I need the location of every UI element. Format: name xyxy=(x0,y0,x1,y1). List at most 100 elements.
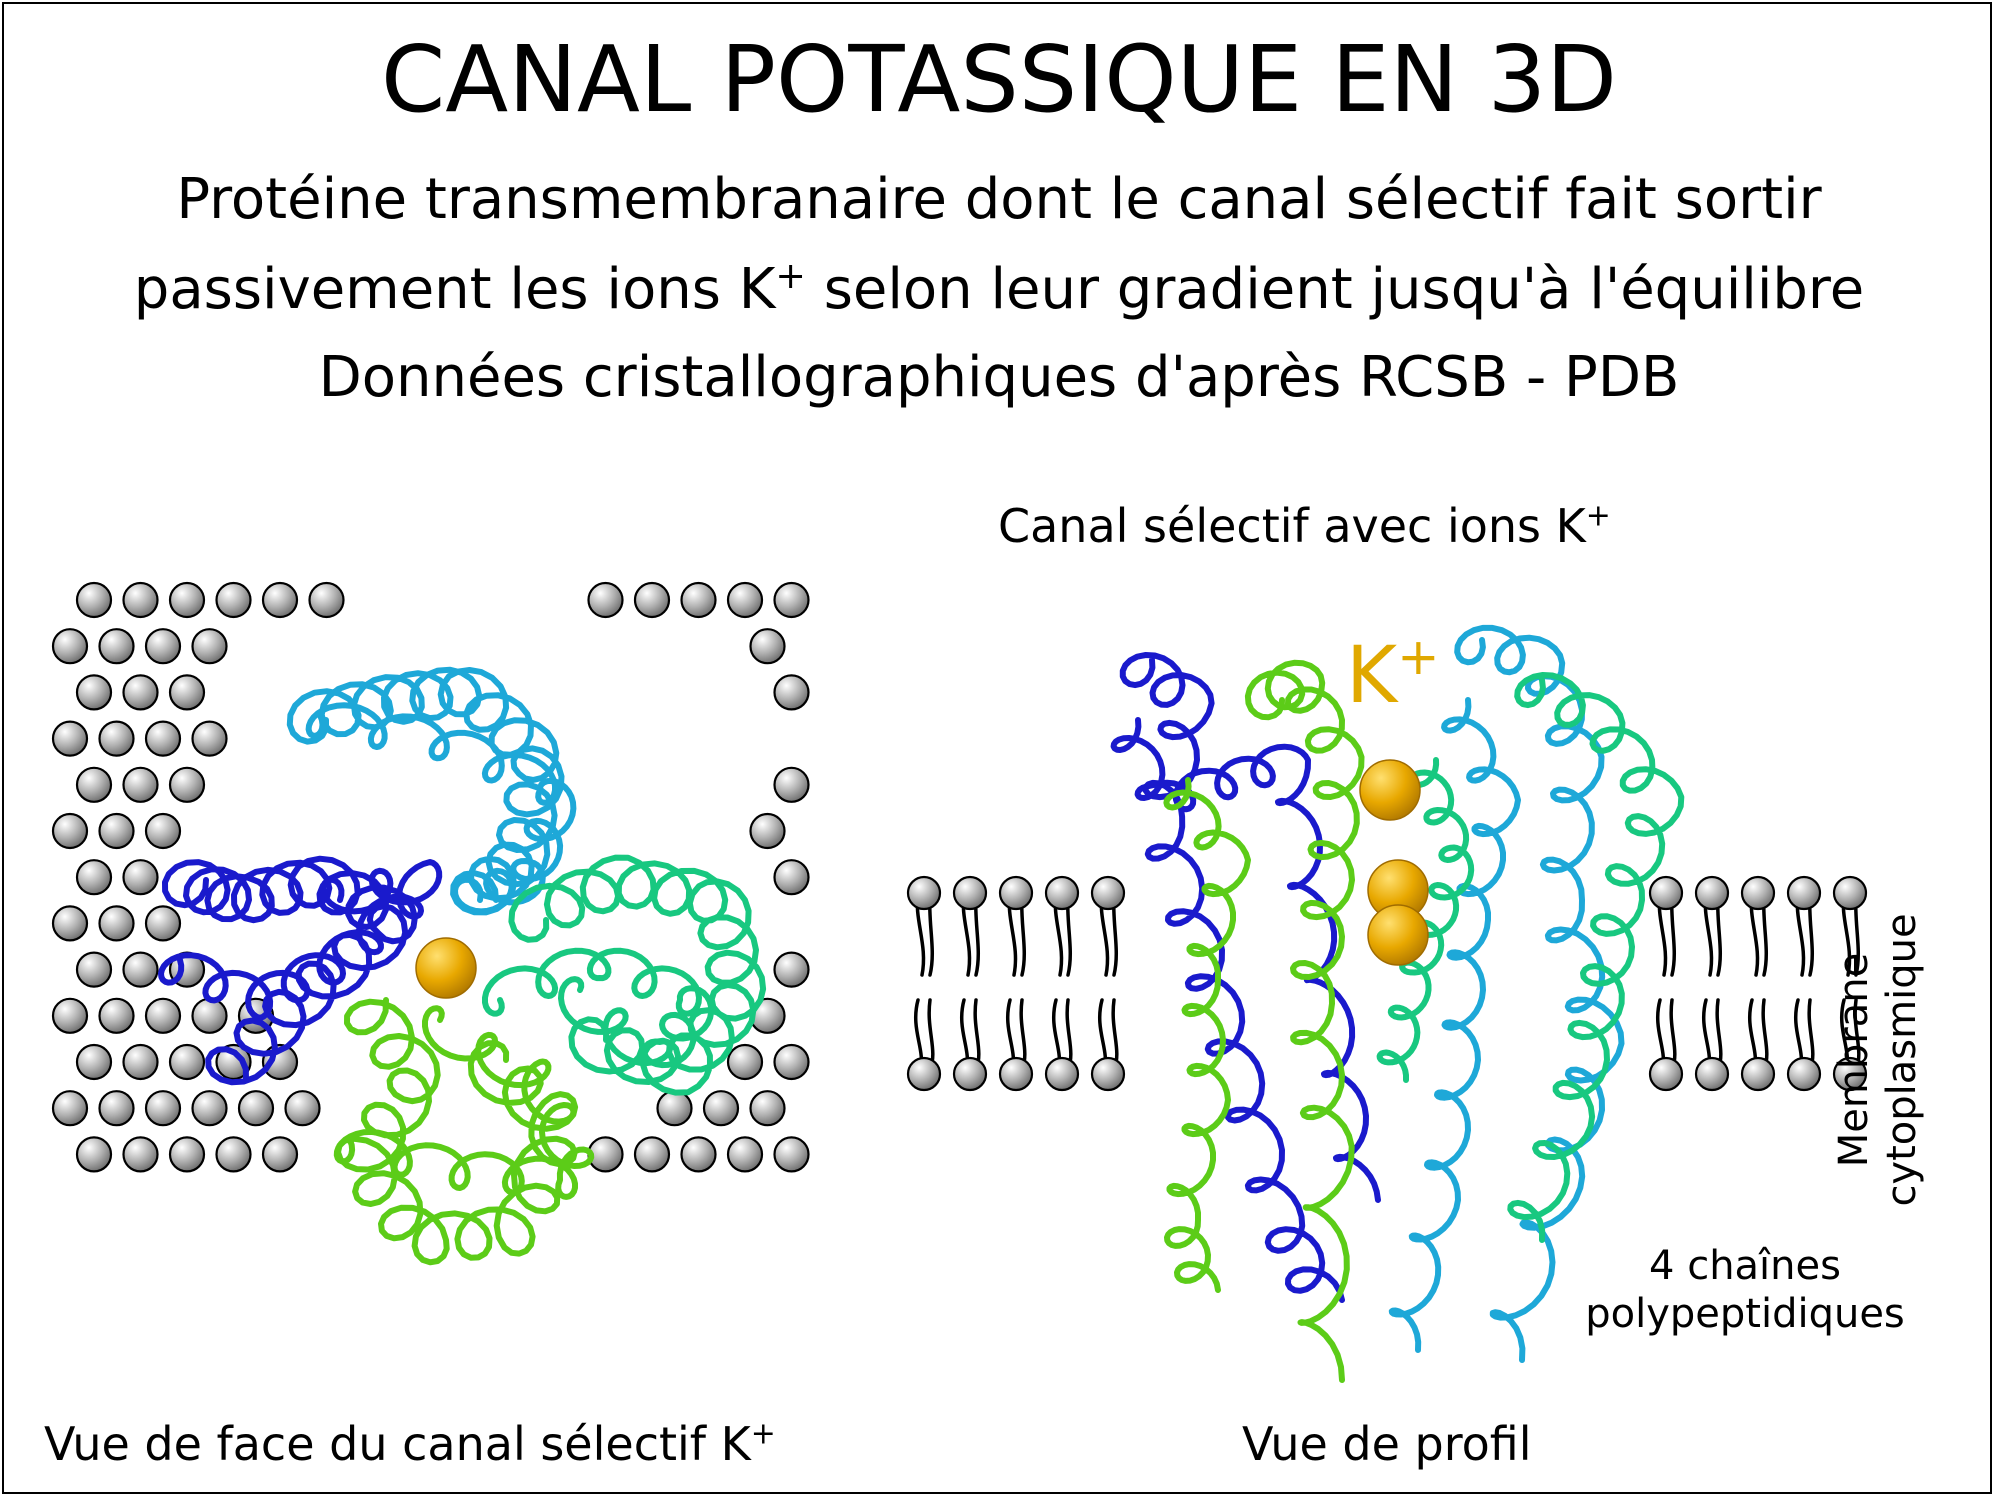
lipid-head xyxy=(122,951,159,988)
lipid-head xyxy=(1044,875,1080,911)
lipid-head xyxy=(633,1136,671,1173)
lipid-head xyxy=(98,720,135,757)
potassium-ion xyxy=(415,937,477,999)
lipid-head xyxy=(680,1136,717,1173)
lipid-head xyxy=(144,628,182,665)
lipid-head xyxy=(906,875,942,911)
lipid-head xyxy=(1694,875,1730,911)
lipid-head xyxy=(98,1090,135,1127)
lipid-head xyxy=(144,997,182,1034)
chain-cyan xyxy=(305,702,577,915)
lipid-head xyxy=(1090,875,1126,911)
lipid-head xyxy=(122,581,159,619)
subtitle-line-2: passivement les ions K+ selon leur gradi… xyxy=(133,253,1865,322)
lipid-head xyxy=(215,1043,252,1081)
lipid-head xyxy=(144,812,182,850)
chains-label-line-1: 4 chaînes xyxy=(1649,1243,1841,1289)
lipid-head xyxy=(51,1090,89,1127)
subtitle-line-1: Protéine transmembranaire dont le canal … xyxy=(176,167,1822,232)
lipid-head xyxy=(168,766,206,803)
lipid-head xyxy=(1786,1056,1822,1092)
membrane-bilayer-left xyxy=(906,875,1126,1092)
lipid-head xyxy=(749,628,786,665)
lipid-head xyxy=(1694,1056,1730,1092)
lipid-head xyxy=(1786,875,1822,911)
chain-green xyxy=(335,997,579,1266)
lipid-head xyxy=(122,674,159,711)
lipid-head xyxy=(773,1043,810,1081)
channel-profile-view xyxy=(1110,624,1685,1383)
lipid-head xyxy=(75,859,113,896)
membrane-lipid-grid xyxy=(51,581,810,1173)
lipid-head xyxy=(144,1090,182,1127)
lipid-head xyxy=(1832,1056,1868,1092)
lipid-head xyxy=(51,628,89,665)
lipid-head xyxy=(51,812,89,850)
potassium-ions xyxy=(415,759,1429,999)
chain-green-cyan xyxy=(1507,672,1685,1243)
lipid-head xyxy=(284,1090,321,1127)
profile-view-caption: Vue de profil xyxy=(1242,1417,1532,1471)
lipid-head xyxy=(308,581,345,619)
lipid-head xyxy=(168,674,206,711)
lipid-head xyxy=(1832,875,1868,911)
chain-green xyxy=(1163,777,1251,1293)
chain-dark-blue xyxy=(158,859,443,1021)
lipid-head xyxy=(191,720,228,757)
lipid-head xyxy=(261,1136,299,1173)
chain-cyan xyxy=(286,666,565,916)
lipid-head xyxy=(1740,1056,1776,1092)
potassium-ion xyxy=(1359,759,1421,821)
lipid-head xyxy=(656,1090,693,1127)
chain-dark-blue xyxy=(1110,717,1381,1203)
lipid-head xyxy=(773,766,810,803)
lipid-head xyxy=(98,997,135,1034)
lipid-head xyxy=(773,859,810,896)
lipid-head xyxy=(1044,1056,1080,1092)
chain-green-cyan xyxy=(1376,757,1475,1083)
lipid-head xyxy=(75,1136,113,1173)
lipid-head xyxy=(75,766,113,803)
lipid-head xyxy=(773,581,810,619)
lipid-head xyxy=(261,581,299,619)
lipid-head xyxy=(726,1136,764,1173)
lipid-head xyxy=(702,1090,740,1127)
chains-label-line-2: polypeptidiques xyxy=(1585,1291,1905,1337)
lipid-head xyxy=(215,1136,252,1173)
lipid-head xyxy=(1648,1056,1684,1092)
potassium-ion xyxy=(1367,904,1429,966)
lipid-head xyxy=(749,1090,786,1127)
lipid-head xyxy=(587,581,624,619)
lipid-head xyxy=(191,1090,228,1127)
chain-cyan xyxy=(1388,697,1521,1353)
lipid-head xyxy=(168,1043,206,1081)
lipid-head xyxy=(906,1056,942,1092)
lipid-head xyxy=(1090,1056,1126,1092)
lipid-head xyxy=(75,581,113,619)
chain-green-cyan xyxy=(482,947,715,1069)
lipid-head xyxy=(726,1043,764,1081)
lipid-head xyxy=(749,812,786,850)
lipid-head xyxy=(1648,875,1684,911)
lipid-head xyxy=(726,581,764,619)
lipid-head xyxy=(215,581,252,619)
lipid-head xyxy=(51,905,89,942)
lipid-head xyxy=(168,1136,206,1173)
lipid-head xyxy=(144,720,182,757)
figure-title: CANAL POTASSIQUE EN 3D xyxy=(381,26,1617,133)
lipid-head xyxy=(1740,875,1776,911)
lipid-head xyxy=(75,1043,113,1081)
membrane-bilayer-right xyxy=(1648,875,1868,1092)
lipid-head xyxy=(191,628,228,665)
lipid-head xyxy=(952,875,988,911)
chain-green xyxy=(333,1005,595,1200)
lipid-head xyxy=(51,997,89,1034)
chain-dark-blue xyxy=(1119,652,1345,1303)
lipid-head xyxy=(998,875,1034,911)
lipid-head xyxy=(122,859,159,896)
lipid-head xyxy=(122,1136,159,1173)
lipid-head xyxy=(98,812,135,850)
membrane-label-line-1: Membrane xyxy=(1831,952,1877,1168)
